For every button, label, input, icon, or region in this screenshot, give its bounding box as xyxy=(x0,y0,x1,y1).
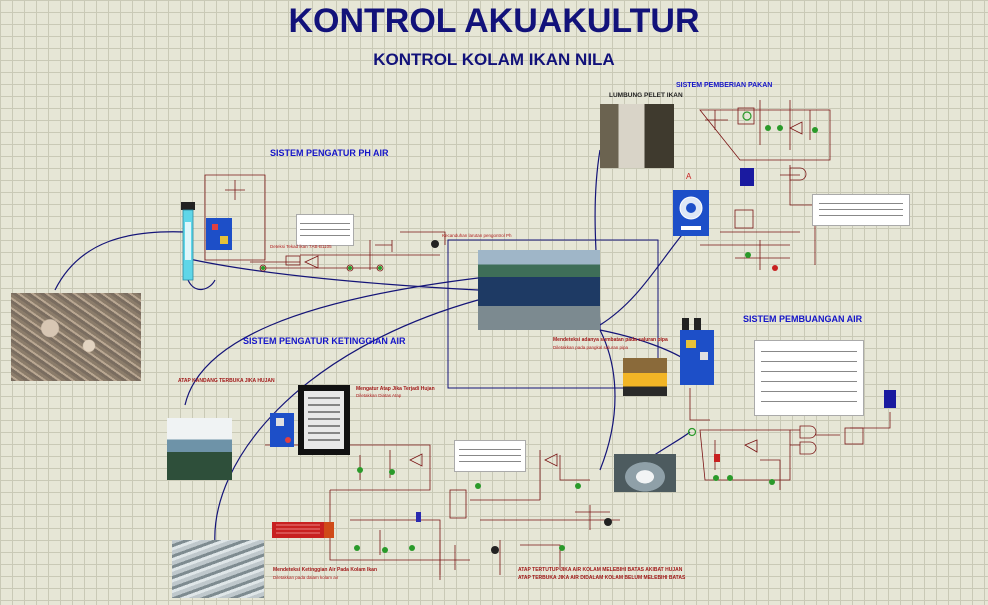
ir-sensor-icon xyxy=(680,318,714,385)
rain-sensor-note: Mengatur Atap Jika Terjadi Hujan xyxy=(356,386,435,392)
feed-valve-subnote: Diletakkan pada pangkal saluran pipa xyxy=(553,345,629,350)
ph-probe-note: Deteksi Tekad ikan 7AB-B1105 xyxy=(270,244,332,249)
rain-sensor-subnote: Diletakkan Diatas Atap xyxy=(356,393,402,398)
water-level-probe-icon xyxy=(272,522,334,538)
roof-pond-photo xyxy=(167,418,232,480)
roof-open-note: ATAP KANDANG TERBUKA JIKA HUJAN xyxy=(178,378,275,384)
section-level: SISTEM PENGATUR KETINGGIAN AIR xyxy=(243,336,406,346)
roof-open2-note: ATAP TERBUKA JIKA AIR DIDALAM KOLAM BELU… xyxy=(518,575,686,581)
ultrasonic-sensor-icon xyxy=(673,190,709,236)
fish-photo xyxy=(11,293,141,381)
level-truth-table xyxy=(454,440,526,472)
rain-sensor-icon xyxy=(270,385,350,455)
ph-pump-note: Kecanduhan larutan pengontrol Ph xyxy=(442,233,512,238)
drain-truth-table xyxy=(754,340,864,416)
section-feeding: SISTEM PEMBERIAN PAKAN xyxy=(676,82,773,89)
pool-frame xyxy=(447,239,659,389)
page-subtitle: KONTROL KOLAM IKAN NILA xyxy=(373,50,615,69)
ph-circuit xyxy=(204,174,446,272)
feeding-circuit xyxy=(699,100,831,270)
page-title: KONTROL AKUAKULTUR xyxy=(288,2,700,40)
pipe-photo xyxy=(623,358,667,396)
water-level-circuit xyxy=(265,444,620,580)
feed-valve-note: Mendeteksi adanya sumbatan pada saluran … xyxy=(553,337,668,343)
drain-circuit xyxy=(689,388,891,490)
water-photo xyxy=(172,540,264,598)
section-feed-storage: LUMBUNG PELET IKAN xyxy=(609,92,683,99)
section-drain: SISTEM PEMBUANGAN AIR xyxy=(743,314,863,324)
water-level-note: Mendeteksi Ketinggian Air Pada Kolam Ika… xyxy=(273,567,378,573)
drain-photo xyxy=(614,454,676,492)
indicator-a-label: A xyxy=(686,172,692,181)
section-ph: SISTEM PENGATUR PH AIR xyxy=(270,148,389,158)
feed-storage-photo xyxy=(600,104,674,168)
pond-photo xyxy=(478,250,600,330)
ph-truth-table xyxy=(296,214,354,246)
water-level-subnote: Diletakkan pada dalam kolam air xyxy=(273,575,339,580)
roof-close-note: ATAP TERTUTUP JIKA AIR KOLAM MELEBIHI BA… xyxy=(518,567,683,573)
seven-segment-display-icon xyxy=(740,168,896,408)
ph-sensor-module xyxy=(206,218,232,250)
pH-probe-icon xyxy=(181,202,195,281)
feeding-truth-table xyxy=(812,194,910,226)
